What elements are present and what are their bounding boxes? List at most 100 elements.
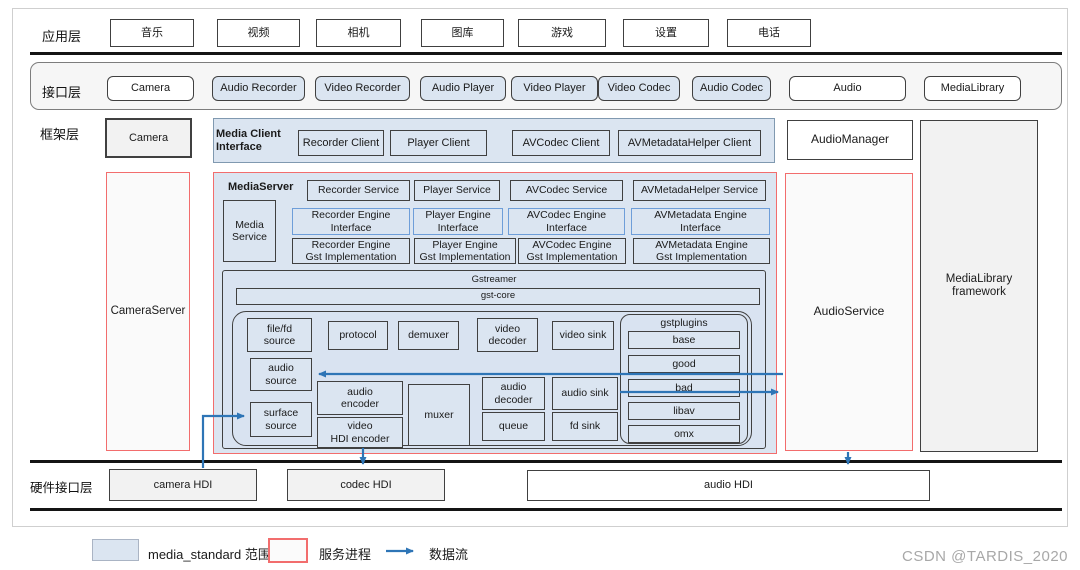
gst-impl-line: AVCodec Engine	[532, 238, 612, 251]
separator-framework-hardware	[30, 460, 1062, 463]
app-box-game: 游戏	[518, 19, 606, 47]
hardware-layer-label: 硬件接口层	[30, 481, 93, 495]
watermark: CSDN @TARDIS_2020	[902, 548, 1068, 565]
engine-interface-line: Interface	[546, 221, 587, 234]
video-decoder-line: video	[494, 322, 521, 335]
gst-core-bar: gst-core	[236, 288, 760, 305]
interface-box-audio-recorder: Audio Recorder	[212, 76, 305, 101]
media-client-interface-title-line: Media Client	[216, 128, 281, 141]
gst-impl-line: AVMetadata Engine	[655, 238, 748, 251]
medialibrary-framework-line: MediaLibrary	[945, 272, 1013, 285]
gstplugin-good-box: good	[628, 355, 740, 373]
gst-impl-line: Gst Implementation	[305, 251, 397, 263]
interface-box-video-recorder: Video Recorder	[315, 76, 410, 101]
interface-box-audio-codec: Audio Codec	[692, 76, 771, 101]
demuxer-box: demuxer	[398, 321, 459, 350]
player-service-box: Player Service	[414, 180, 500, 201]
interface-box-video-player: Video Player	[511, 76, 598, 101]
player-engine-interface-box: Player Engine Interface	[413, 208, 503, 235]
cameraserver-box: CameraServer	[106, 172, 190, 451]
legend-media-standard-swatch	[92, 539, 139, 561]
audio-encoder-line: audio	[347, 385, 373, 398]
app-box-video: 视频	[217, 19, 300, 47]
player-engine-gst-box: Player Engine Gst Implementation	[414, 238, 516, 264]
gstreamer-title: Gstreamer	[471, 274, 517, 285]
media-service-line: Media	[235, 218, 264, 231]
app-box-phone: 电话	[727, 19, 811, 47]
file-fd-source-box: file/fd source	[247, 318, 312, 352]
medialibrary-framework-line: framework	[952, 286, 1006, 298]
legend-service-process-swatch	[268, 538, 308, 563]
recorder-service-box: Recorder Service	[307, 180, 410, 201]
avcodec-client-box: AVCodec Client	[512, 130, 610, 156]
video-hdi-encoder-line: video	[347, 420, 373, 433]
audio-sink-box: audio sink	[552, 377, 618, 410]
audio-hdi-box: audio HDI	[527, 470, 930, 501]
engine-interface-line: Recorder Engine	[311, 209, 391, 222]
surface-source-line: source	[265, 419, 297, 432]
avmetadahelper-service-box: AVMetadaHelper Service	[633, 180, 766, 201]
legend-data-flow-label: 数据流	[429, 547, 469, 562]
gstplugin-omx-box: omx	[628, 425, 740, 443]
queue-box: queue	[482, 412, 545, 441]
engine-interface-line: AVCodec Engine	[526, 209, 607, 222]
framework-camera-box: Camera	[105, 118, 192, 158]
audio-source-box: audio source	[250, 358, 312, 391]
avmetadata-engine-interface-box: AVMetadata Engine Interface	[631, 208, 770, 235]
avmetadata-engine-gst-box: AVMetadata Engine Gst Implementation	[633, 238, 770, 264]
gstplugin-base-box: base	[628, 331, 740, 349]
recorder-engine-gst-box: Recorder Engine Gst Implementation	[292, 238, 410, 264]
mediaserver-title: MediaServer	[228, 181, 294, 193]
media-client-interface-title-line: Interface	[216, 141, 262, 153]
app-box-settings: 设置	[623, 19, 709, 47]
app-box-camera: 相机	[316, 19, 401, 47]
recorder-client-box: Recorder Client	[298, 130, 384, 156]
audio-decoder-line: audio	[500, 381, 527, 394]
surface-source-line: surface	[263, 407, 299, 420]
codec-hdi-box: codec HDI	[287, 469, 445, 501]
gstplugins-title: gstplugins	[660, 317, 708, 329]
audiomanager-box: AudioManager	[787, 120, 913, 160]
player-client-box: Player Client	[390, 130, 487, 156]
gstplugin-bad-box: bad	[628, 379, 740, 397]
avmetadatahelper-client-box: AVMetadataHelper Client	[618, 130, 761, 156]
medialibrary-framework-box: MediaLibrary framework	[920, 120, 1038, 452]
engine-interface-line: Interface	[437, 221, 479, 234]
engine-interface-line: Player Engine	[425, 209, 491, 222]
video-decoder-box: video decoder	[477, 318, 538, 352]
interface-layer-label: 接口层	[42, 85, 82, 100]
video-decoder-line: decoder	[488, 335, 527, 347]
fd-sink-box: fd sink	[552, 412, 618, 441]
gstplugin-libav-box: libav	[628, 402, 740, 420]
app-layer-label: 应用层	[42, 29, 82, 44]
protocol-box: protocol	[328, 321, 388, 350]
audio-encoder-line: encoder	[341, 398, 379, 410]
audio-encoder-box: audio encoder	[317, 381, 403, 415]
muxer-box: muxer	[408, 384, 470, 446]
legend-service-process-label: 服务进程	[319, 547, 372, 562]
interface-box-medialibrary: MediaLibrary	[924, 76, 1021, 101]
audio-source-line: source	[265, 374, 297, 387]
avcodec-engine-gst-box: AVCodec Engine Gst Implementation	[518, 238, 626, 264]
file-fd-source-line: file/fd	[266, 322, 293, 335]
video-sink-box: video sink	[552, 321, 614, 350]
gst-impl-line: Gst Implementation	[419, 251, 511, 263]
video-hdi-encoder-line: HDI encoder	[330, 432, 390, 445]
camera-hdi-box: camera HDI	[109, 469, 257, 501]
engine-interface-line: AVMetadata Engine	[654, 209, 747, 222]
interface-box-camera: Camera	[107, 76, 194, 101]
legend-media-standard-label: media_standard 范围	[148, 547, 271, 562]
video-hdi-encoder-box: video HDI encoder	[317, 417, 403, 448]
diagram-frame	[12, 8, 1068, 527]
separator-app-interface	[30, 52, 1062, 55]
app-box-music: 音乐	[110, 19, 194, 47]
gst-impl-line: Gst Implementation	[655, 251, 748, 263]
audio-decoder-line: decoder	[494, 393, 533, 406]
avcodec-service-box: AVCodec Service	[510, 180, 623, 201]
separator-hardware-bottom	[30, 508, 1062, 511]
file-fd-source-line: source	[263, 335, 296, 347]
avcodec-engine-interface-box: AVCodec Engine Interface	[508, 208, 625, 235]
audio-source-line: audio	[268, 362, 294, 375]
recorder-engine-interface-box: Recorder Engine Interface	[292, 208, 410, 235]
